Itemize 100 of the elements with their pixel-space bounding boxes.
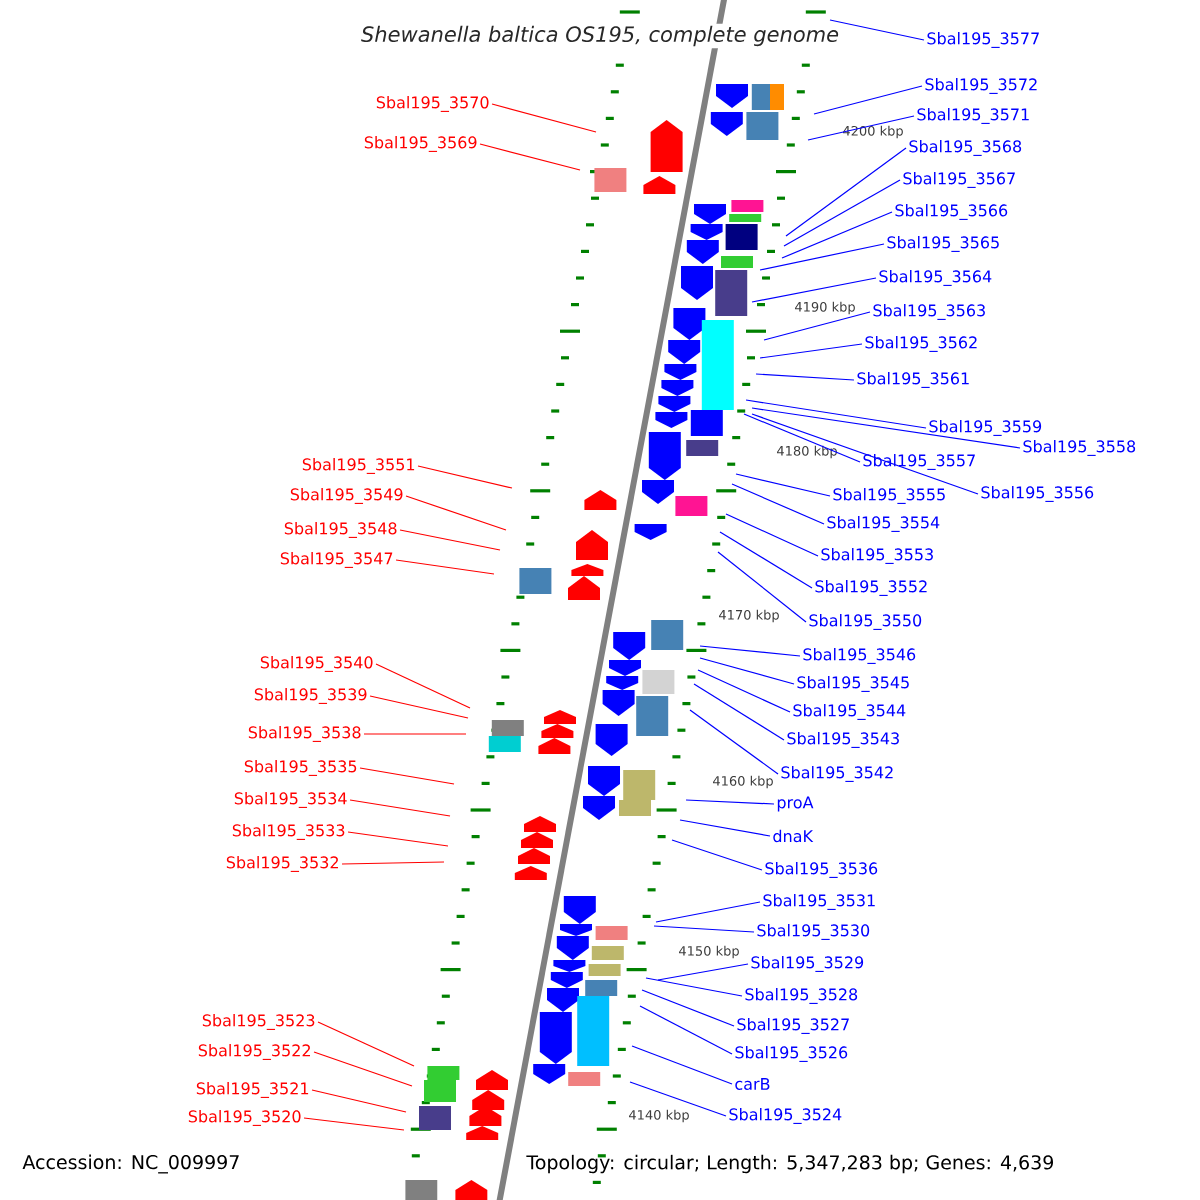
gene-label: Sbal195_3555 <box>830 486 949 506</box>
leader-line <box>679 819 771 837</box>
leader-line <box>655 901 761 923</box>
leader-line <box>751 277 877 303</box>
leader-line <box>417 465 513 489</box>
gene-label: Sbal195_3564 <box>876 268 995 288</box>
leader-line <box>829 19 925 41</box>
leader-line <box>735 473 831 497</box>
gene-label: Sbal195_3536 <box>762 860 881 880</box>
gene-label: Sbal195_3554 <box>824 514 943 534</box>
gene-label: Sbal195_3535 <box>241 758 360 778</box>
gene-label: Sbal195_3538 <box>245 724 364 744</box>
leader-line <box>349 799 451 817</box>
gene-label: carB <box>732 1076 773 1092</box>
leader-line <box>731 483 825 525</box>
gene-label: Sbal195_3546 <box>800 646 919 666</box>
leader-line <box>645 977 743 997</box>
info-text: Topology: circular; Length: 5,347,283 bp; Genes: 4,639 <box>526 1154 1053 1174</box>
gene-label: Sbal195_3522 <box>195 1042 314 1062</box>
gene-label: Sbal195_3568 <box>906 138 1025 158</box>
leader-line <box>479 143 581 171</box>
gene-label: Sbal195_3559 <box>926 418 1045 438</box>
leader-line <box>751 413 979 495</box>
gene-label: Sbal195_3571 <box>914 106 1033 126</box>
leader-line <box>303 1117 405 1131</box>
leader-line <box>641 989 735 1027</box>
leader-line <box>395 559 495 575</box>
leader-line <box>743 413 861 463</box>
leader-line <box>657 963 749 981</box>
title: Shewanella baltica OS195, complete genome <box>358 23 842 49</box>
gene-label: Sbal195_3548 <box>281 520 400 540</box>
leader-line <box>693 683 785 741</box>
gene-label: Sbal195_3521 <box>193 1080 312 1100</box>
gene-label: Sbal195_3532 <box>223 854 342 874</box>
gene-label: Sbal195_3533 <box>229 822 348 842</box>
gene-label: Sbal195_3570 <box>373 94 492 114</box>
gene-label: Sbal195_3547 <box>277 550 396 570</box>
gene-label: Sbal195_3552 <box>812 578 931 598</box>
leader-line <box>369 695 469 719</box>
leader-line <box>629 1081 727 1117</box>
leader-line <box>699 645 801 657</box>
gene-label: Sbal195_3523 <box>199 1012 318 1032</box>
gene-label: Sbal195_3577 <box>924 30 1043 50</box>
leader-line <box>347 831 449 847</box>
gene-label: Sbal195_3553 <box>818 546 937 566</box>
leader-line <box>399 529 501 551</box>
leader-line <box>639 1005 733 1055</box>
gene-label: Sbal195_3561 <box>854 370 973 390</box>
gene-label: Sbal195_3550 <box>806 612 925 632</box>
gene-label: Sbal195_3527 <box>734 1016 853 1036</box>
leader-line <box>653 925 755 933</box>
gene-label: Sbal195_3562 <box>862 334 981 354</box>
leader-line <box>317 1021 415 1067</box>
leader-line <box>375 663 471 709</box>
leader-line <box>807 115 915 141</box>
leader-line <box>671 839 763 871</box>
gene-label: Sbal195_3543 <box>784 730 903 750</box>
leader-line <box>759 243 885 271</box>
leader-line <box>751 407 1021 449</box>
gene-label: Sbal195_3544 <box>790 702 909 722</box>
leader-line <box>719 531 813 589</box>
gene-label: Sbal195_3529 <box>748 954 867 974</box>
gene-label: Sbal195_3556 <box>978 484 1097 504</box>
leader-line <box>631 1045 733 1085</box>
leader-line <box>405 495 507 531</box>
leader-line <box>491 103 597 133</box>
leader-line <box>697 669 791 713</box>
leader-line <box>717 551 807 623</box>
gene-label: Sbal195_3530 <box>754 922 873 942</box>
gene-label: Sbal195_3566 <box>892 202 1011 222</box>
leader-line <box>359 767 455 785</box>
leader-line <box>785 147 907 237</box>
gene-label: Sbal195_3542 <box>778 764 897 784</box>
gene-label: Sbal195_3549 <box>287 486 406 506</box>
gene-label: Sbal195_3572 <box>922 76 1041 96</box>
gene-label: Sbal195_3565 <box>884 234 1003 254</box>
leader-line <box>313 1051 413 1087</box>
leader-line <box>699 657 795 685</box>
gene-label: Sbal195_3524 <box>726 1106 845 1126</box>
leader-line <box>341 861 445 865</box>
gene-label: Sbal195_3520 <box>185 1108 304 1128</box>
gene-label: Sbal195_3545 <box>794 674 913 694</box>
leader-line <box>763 311 871 341</box>
gene-label: Sbal195_3540 <box>257 654 376 674</box>
gene-label: Sbal195_3539 <box>251 686 370 706</box>
gene-label: Sbal195_3526 <box>732 1044 851 1064</box>
gene-label: Sbal195_3558 <box>1020 438 1139 458</box>
leader-line <box>689 709 779 775</box>
gene-label: Sbal195_3528 <box>742 986 861 1006</box>
leader-line <box>755 373 855 381</box>
info-text: Accession: NC_009997 <box>22 1154 239 1174</box>
leader-line <box>745 399 927 429</box>
leader-line <box>813 85 923 115</box>
leader-line <box>759 343 863 359</box>
leader-line <box>783 179 901 247</box>
gene-label: dnaK <box>770 827 815 845</box>
gene-label: Sbal195_3569 <box>361 134 480 154</box>
gene-label: Sbal195_3551 <box>299 456 418 476</box>
leader-line <box>685 799 775 805</box>
leader-line <box>363 733 467 735</box>
